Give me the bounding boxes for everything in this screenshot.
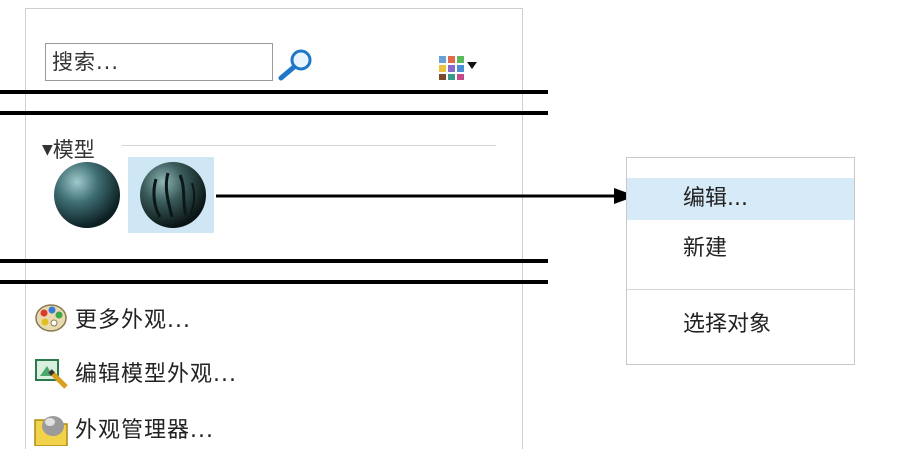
appearance-panel [25, 8, 523, 449]
appearance-swatch-plain[interactable] [44, 157, 130, 233]
search-icon[interactable] [275, 47, 317, 81]
appearance-swatch-selected[interactable] [128, 157, 214, 233]
textured-sphere-icon [140, 162, 206, 228]
menu-item-new[interactable]: 新建 [683, 236, 728, 261]
search-input[interactable]: 搜索... [45, 43, 273, 81]
view-options-icon[interactable] [437, 52, 477, 82]
connector-arrow [216, 188, 636, 204]
section-header[interactable]: ▼模型 [42, 134, 95, 164]
appearance-manager-label: 外观管理器... [75, 418, 214, 443]
section-divider [122, 145, 496, 146]
section-title: 模型 [52, 138, 95, 162]
menu-separator [627, 289, 854, 290]
edit-appearance-icon [35, 359, 68, 389]
palette-icon [35, 304, 67, 332]
appearance-manager-icon [34, 416, 68, 446]
break-line-top-2 [0, 111, 548, 115]
menu-item-select-objects[interactable]: 选择对象 [683, 312, 772, 337]
more-appearances-label: 更多外观... [75, 308, 191, 333]
triangle-down-icon: ▼ [42, 142, 53, 158]
break-line-bottom-2 [0, 280, 548, 284]
context-menu: 编辑... 新建 选择对象 [626, 157, 855, 365]
menu-item-edit[interactable]: 编辑... [627, 178, 854, 220]
edit-model-appearance-label: 编辑模型外观... [75, 362, 237, 387]
break-line-top-1 [0, 90, 548, 94]
break-line-bottom-1 [0, 259, 548, 263]
